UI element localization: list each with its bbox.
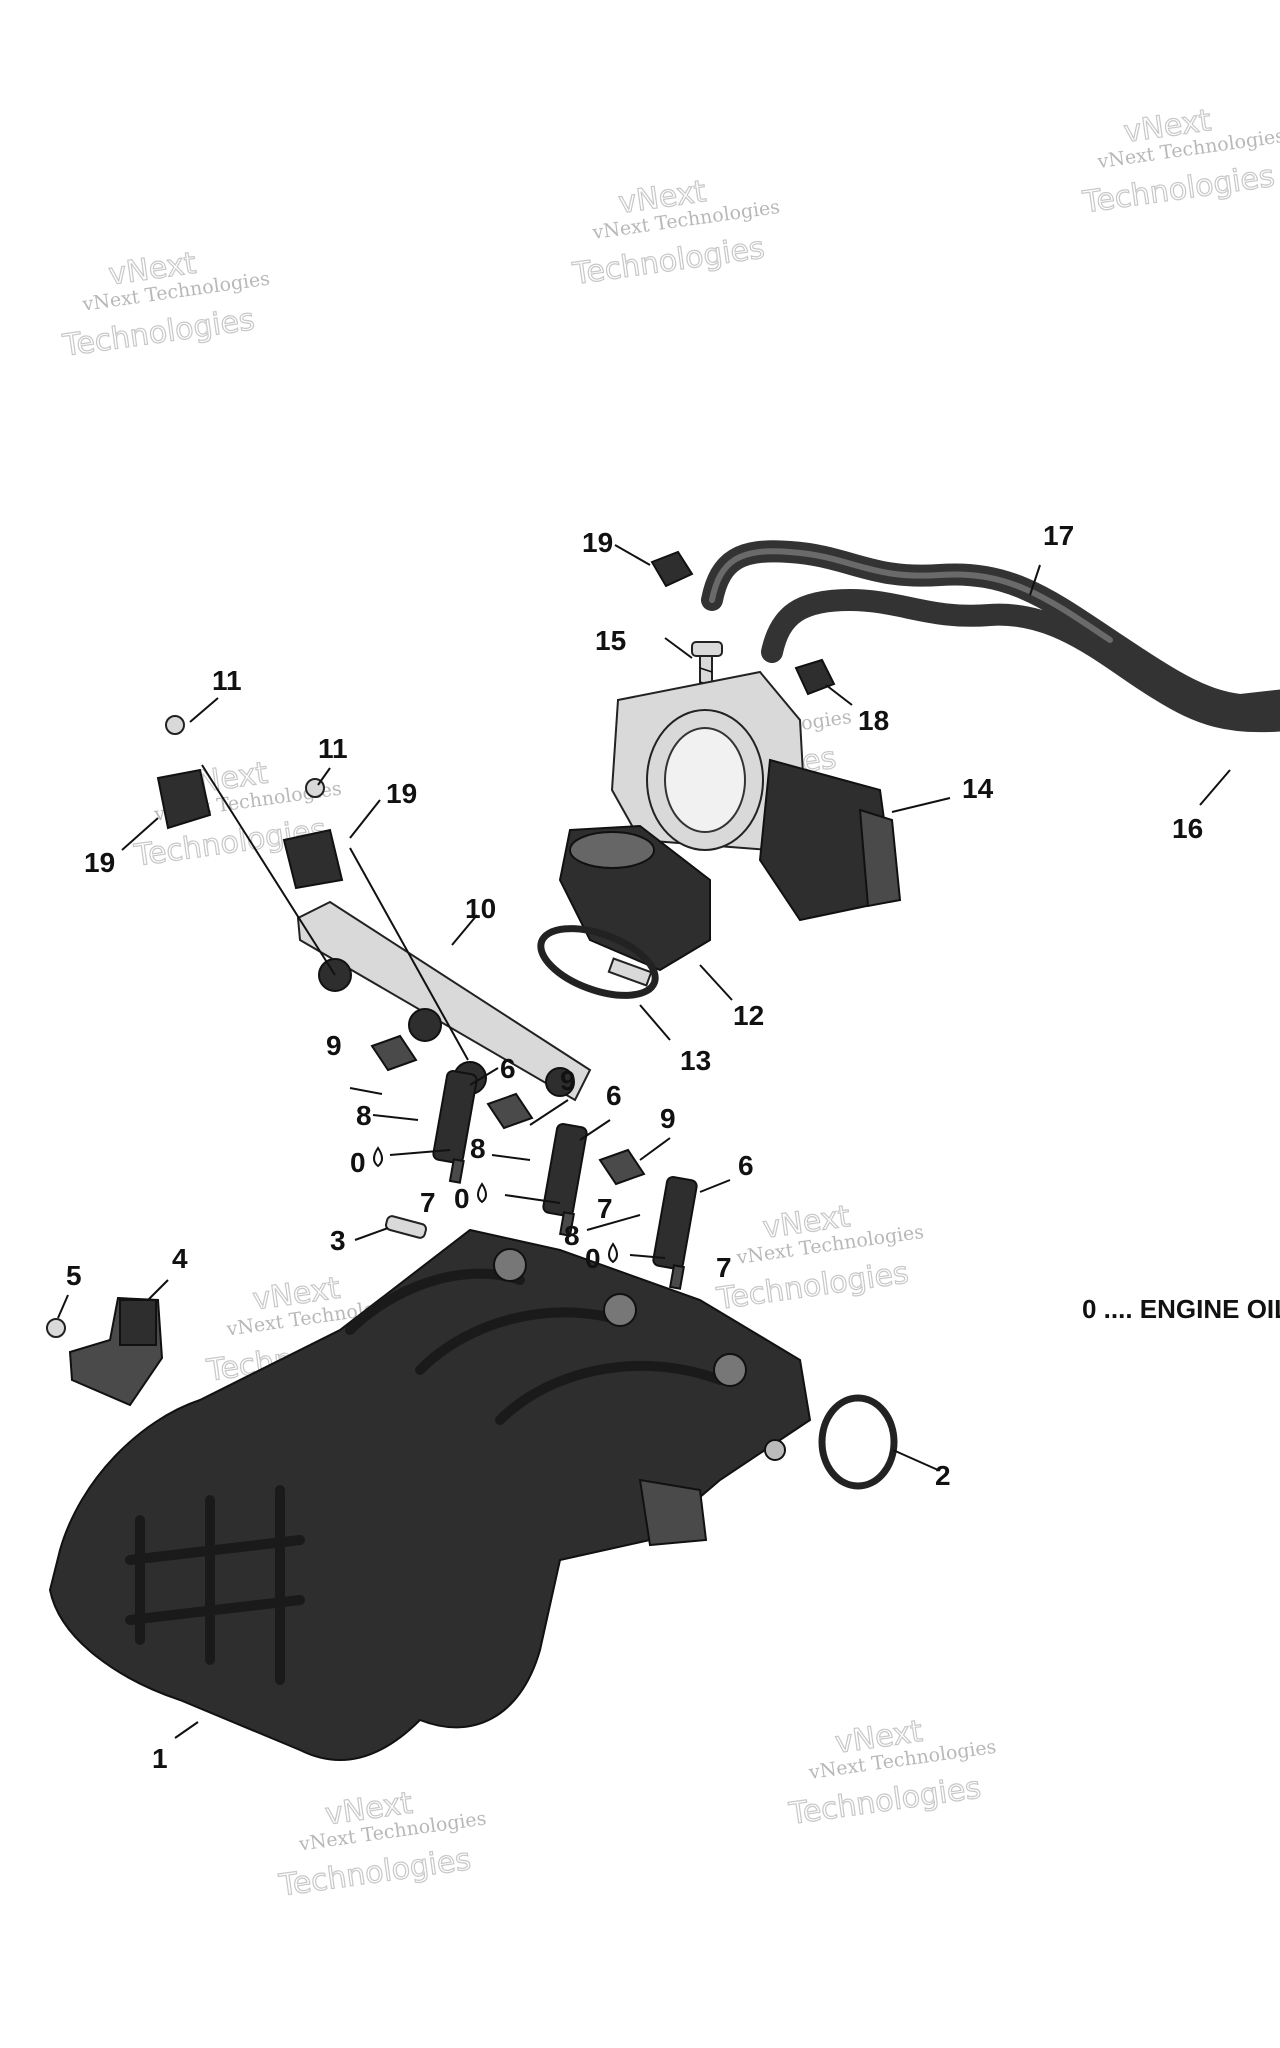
callout-6: 6	[606, 1080, 622, 1111]
callout-8: 8	[356, 1100, 372, 1131]
part-injector-1	[432, 1070, 478, 1184]
part-breather-hose	[701, 540, 1280, 733]
oil-mark-label: 0	[585, 1243, 601, 1274]
callout-11: 11	[318, 733, 348, 764]
callout-7: 7	[420, 1187, 436, 1218]
oil-drop-icon	[373, 1146, 383, 1168]
oil-mark-3: 0	[585, 1242, 618, 1274]
callout-9: 9	[660, 1103, 676, 1134]
part-clip-3	[598, 1148, 646, 1186]
watermark: vNext Technologies vNext Technologies	[1079, 103, 1280, 222]
part-clamp	[537, 925, 659, 999]
callout-5: 5	[66, 1260, 82, 1291]
legend-engine-oil: 0 .... ENGINE OIL	[1082, 1294, 1280, 1324]
watermark: vNext Technologies vNext Technologies	[786, 1713, 998, 1832]
part-spacer-right	[282, 828, 344, 890]
callout-9: 9	[326, 1030, 342, 1061]
part-sensor-screw	[46, 1318, 66, 1338]
callout-19: 19	[84, 847, 115, 878]
callout-19: 19	[386, 778, 417, 809]
callout-2: 2	[935, 1460, 951, 1491]
part-injector-2	[542, 1123, 588, 1237]
callout-17: 17	[1043, 520, 1074, 551]
callout-8: 8	[564, 1220, 580, 1251]
part-clip-1	[370, 1034, 418, 1072]
oil-drop-icon	[608, 1242, 618, 1264]
oil-drop-icon	[477, 1182, 487, 1204]
part-spacer-left	[156, 768, 212, 830]
part-bolt-manifold	[384, 1215, 428, 1239]
watermark: vNext Technologies vNext Technologies	[569, 174, 781, 293]
callout-18: 18	[858, 705, 889, 736]
leader-lines	[57, 544, 1231, 1739]
part-hose-clamp-lower	[794, 658, 836, 696]
assembly-line	[349, 847, 469, 1061]
watermark: vNext Technologies vNext Technologies	[276, 1785, 488, 1904]
part-throttle-body	[610, 670, 902, 922]
callout-14: 14	[962, 773, 994, 804]
part-injector-3	[652, 1176, 698, 1290]
callout-7: 7	[597, 1193, 613, 1224]
callout-3: 3	[330, 1225, 346, 1256]
callout-13: 13	[680, 1045, 711, 1076]
part-screw-rail-left	[165, 715, 185, 735]
assembly-line	[201, 764, 336, 976]
callout-11: 11	[212, 665, 242, 696]
callout-9: 9	[560, 1065, 576, 1096]
part-hose-clamp-upper	[650, 550, 694, 588]
watermark: vNext Technologies vNext Technologies	[59, 245, 271, 364]
oil-mark-2: 0	[454, 1182, 487, 1214]
callout-labels: 19 15 17 18 14 16 10 11 11 19 19 12 13 9…	[66, 520, 1203, 1774]
watermark: vNext Technologies vNext Technologies	[713, 1198, 925, 1317]
callout-18: 19	[582, 527, 613, 558]
callout-4: 4	[172, 1243, 188, 1274]
part-intake-manifold	[48, 1228, 812, 1761]
part-o-ring	[818, 1394, 898, 1490]
callout-7: 7	[716, 1252, 732, 1283]
oil-mark-label: 0	[350, 1147, 366, 1178]
callout-12: 12	[733, 1000, 764, 1031]
part-clip-2	[486, 1092, 534, 1130]
callout-6: 6	[500, 1053, 516, 1084]
callout-10: 10	[465, 893, 496, 924]
callout-6: 6	[738, 1150, 754, 1181]
oil-mark-label: 0	[454, 1183, 470, 1214]
callout-15: 15	[595, 625, 626, 656]
oil-mark-1: 0	[350, 1146, 383, 1178]
callout-16: 16	[1172, 813, 1203, 844]
callout-8: 8	[470, 1133, 486, 1164]
callout-1: 1	[152, 1743, 168, 1774]
part-map-sensor	[68, 1296, 164, 1407]
